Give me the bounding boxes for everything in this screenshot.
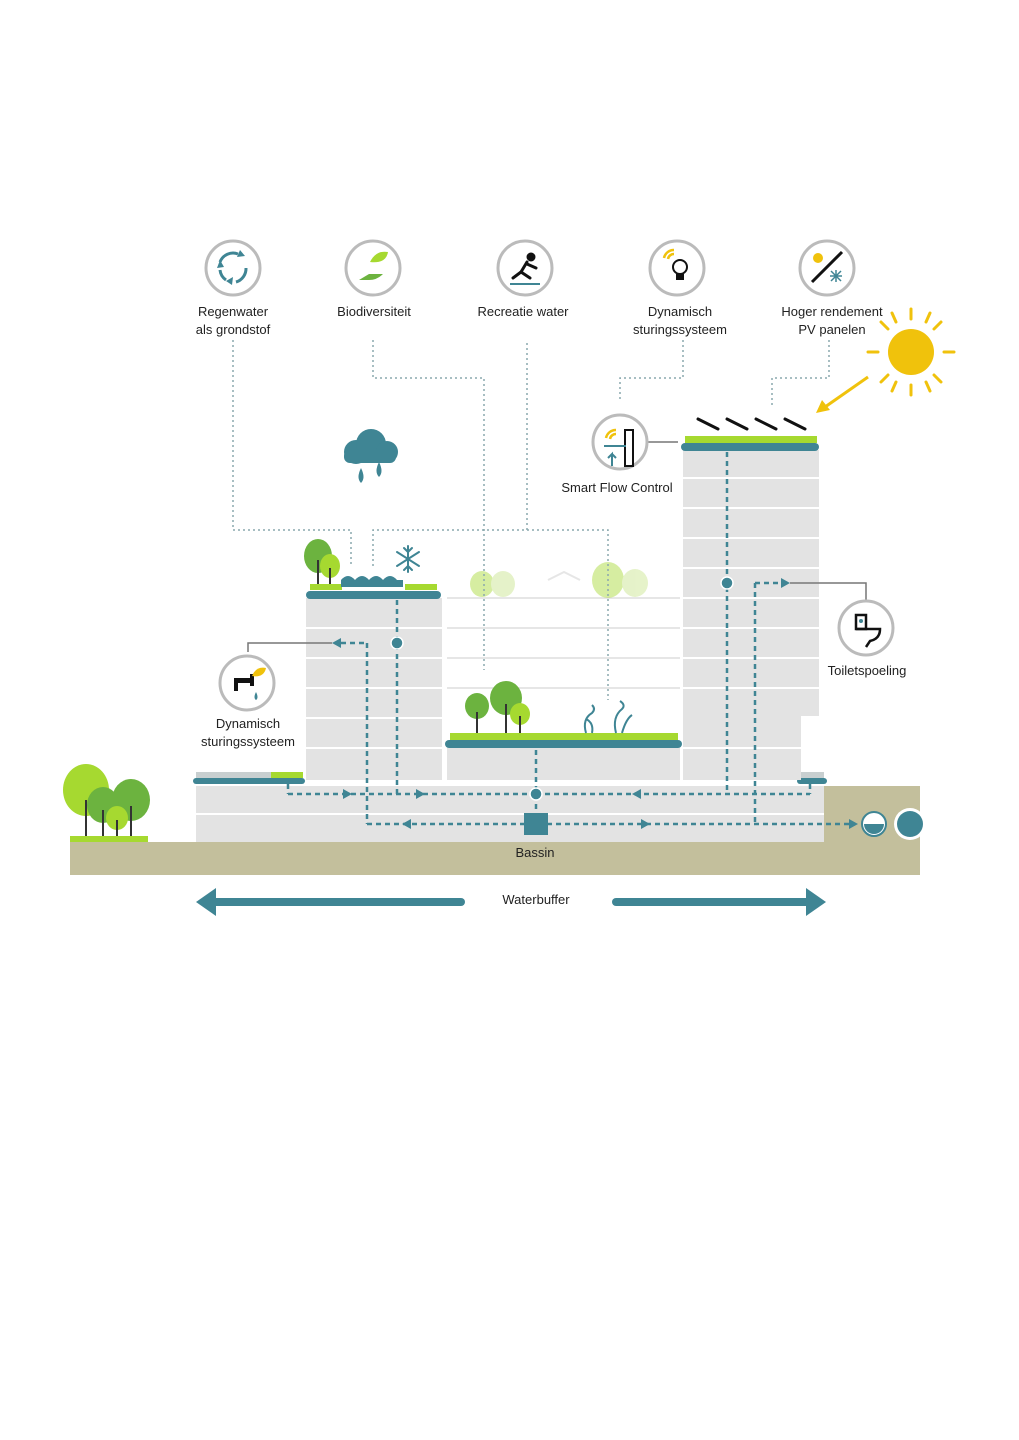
hand-leaf-icon: [359, 251, 388, 280]
icon-pv: [798, 239, 856, 297]
icon-dynamisch-top: [648, 239, 706, 297]
water-flow-pipes: [286, 452, 855, 826]
label-regenwater: Regenwater als grondstof: [196, 303, 270, 339]
rain-cloud-icon: [344, 429, 398, 483]
left-building: [306, 584, 442, 780]
label-dynamisch-left: Dynamisch sturingssysteem: [201, 715, 295, 751]
waterbuffer-arrows: [196, 888, 826, 916]
label-line: sturingssysteem: [201, 734, 295, 749]
label-toiletspoeling: Toiletspoeling: [827, 663, 907, 678]
icon-dynamisch-left: [218, 654, 276, 712]
middle-ghost-building: [447, 570, 680, 689]
flow-node: [529, 787, 543, 801]
smart-flow-control-icon: [604, 428, 634, 467]
label-waterbuffer: Waterbuffer: [502, 892, 570, 907]
label-line: Biodiversiteit: [337, 304, 411, 319]
middle-roof-trees: [465, 681, 530, 733]
icon-biodiversiteit: [344, 239, 402, 297]
label-line: Dynamisch: [647, 304, 713, 319]
snowflake-icon: [396, 545, 420, 573]
ghost-trees: [470, 562, 648, 598]
roof-trees: [304, 539, 340, 584]
label-line: sturingssysteem: [633, 322, 727, 337]
fountain-icon: [583, 700, 633, 734]
label-pv: Hoger rendement PV panelen: [781, 303, 882, 339]
icon-connectors: [232, 340, 830, 700]
label-line: Hoger rendement: [781, 304, 883, 319]
ground-trees: [63, 764, 150, 842]
flow-node: [390, 636, 404, 650]
icon-regenwater: [204, 239, 262, 297]
label-line: Recreatie water: [477, 304, 569, 319]
pv-panels: [696, 417, 807, 431]
label-recreatie: Recreatie water: [477, 303, 568, 321]
right-tall-building: [681, 436, 819, 780]
label-line: Regenwater: [197, 304, 269, 319]
bassin-square: [524, 813, 548, 835]
recycle-icon: [218, 251, 248, 284]
icon-toilet: [837, 599, 895, 657]
label-biodiversiteit: Biodiversiteit: [337, 303, 411, 321]
label-line: Dynamisch: [215, 716, 281, 731]
flow-node: [720, 576, 734, 590]
label-smart-flow: Smart Flow Control: [561, 480, 673, 495]
sunray-arrow: [816, 375, 869, 413]
tap-leaf-icon: [234, 667, 266, 700]
label-bassin: Bassin: [515, 845, 555, 860]
label-dynamisch-top: Dynamisch sturingssysteem: [633, 303, 727, 339]
ground: [70, 842, 920, 875]
roof-water-surface: [341, 576, 403, 587]
icon-smart-flow: [591, 413, 649, 471]
water-flow-arrows: [332, 578, 858, 829]
icon-recreatie: [496, 239, 554, 297]
sun-icon: [866, 307, 956, 397]
label-line: PV panelen: [798, 322, 866, 337]
skater-icon: [511, 252, 538, 280]
middle-low-building: [445, 733, 682, 780]
sewer-outlet-icon: [861, 808, 926, 840]
toilet-icon: [854, 613, 882, 648]
sun-snowflake-icon: [810, 250, 844, 284]
label-line: als grondstof: [195, 322, 271, 337]
lightbulb-signal-icon: [662, 248, 688, 280]
